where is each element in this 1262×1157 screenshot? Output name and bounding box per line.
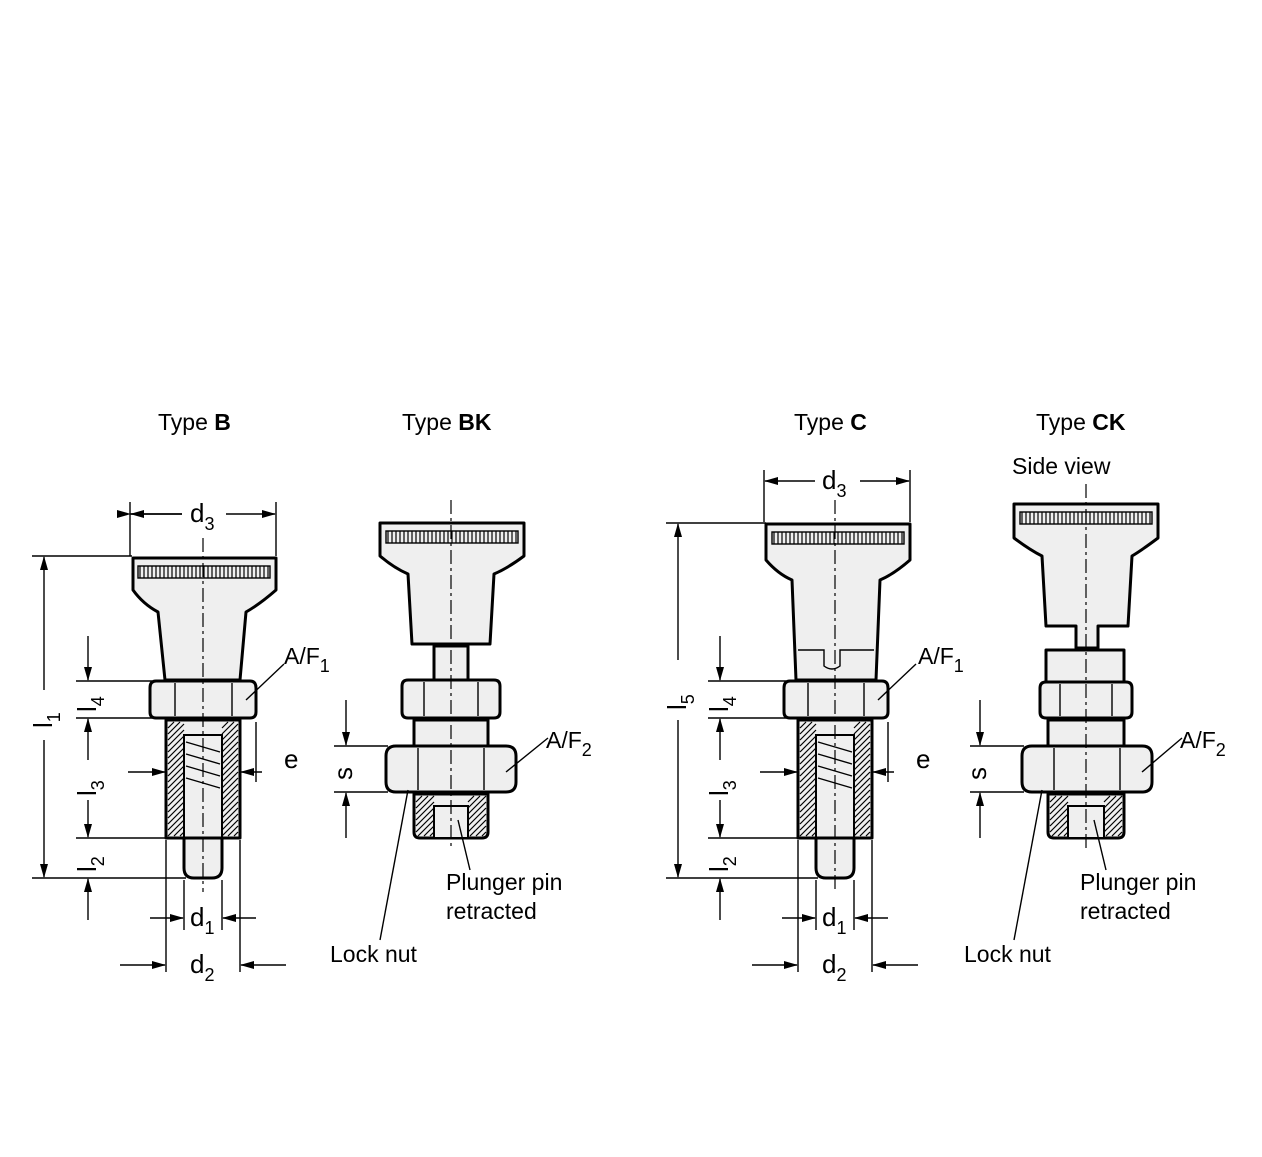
- type-bk-view: Type BK s A/F2 Lock nut Plunger pin retr…: [328, 409, 592, 967]
- type-c-view: Type C d3 l5 l4 l3: [662, 409, 964, 985]
- type-b-d1-label: d1: [190, 902, 214, 938]
- type-bk-af2-label: A/F2: [546, 727, 592, 760]
- type-c-l3-label: l3: [704, 780, 740, 796]
- type-b-d3-label: d3: [190, 498, 214, 534]
- type-ck-side-view-label: Side view: [1012, 453, 1111, 479]
- type-c-d2-label: d2: [822, 949, 846, 985]
- type-c-notch: [798, 649, 874, 670]
- type-bk-s-label: s: [328, 767, 358, 780]
- type-c-section-hatch: [799, 721, 871, 837]
- type-ck-knob: [1012, 502, 1160, 650]
- type-b-af1-label: A/F1: [284, 643, 330, 676]
- type-ck-plunger-label-2: retracted: [1080, 898, 1171, 924]
- type-c-l5-label: l5: [662, 694, 698, 710]
- type-ck-title: Type CK: [1036, 409, 1126, 435]
- type-bk-knob: [378, 521, 526, 646]
- type-c-af1-label: A/F1: [918, 643, 964, 676]
- type-bk-hex-collar: [400, 678, 502, 720]
- type-bk-title: Type BK: [402, 409, 492, 435]
- type-c-d3-label: d3: [822, 465, 846, 501]
- type-c-d1-label: d1: [822, 902, 846, 938]
- type-bk-lock-nut-label: Lock nut: [330, 941, 418, 967]
- type-b-section-hatch: [167, 721, 239, 837]
- type-bk-section-hatch: [415, 795, 487, 837]
- type-c-l2-label: l2: [704, 856, 740, 872]
- type-bk-plunger-label-2: retracted: [446, 898, 537, 924]
- type-c-knob: [764, 522, 912, 682]
- type-ck-guide: [1044, 648, 1126, 684]
- type-ck-view: Type CK Side view s A/F2 Lock nut Plunge…: [962, 409, 1226, 967]
- type-ck-section-hatch: [1049, 795, 1123, 837]
- type-ck-lock-nut-label: Lock nut: [964, 941, 1052, 967]
- type-b-l3-label: l3: [72, 780, 108, 796]
- type-ck-af2-label: A/F2: [1180, 727, 1226, 760]
- type-bk-knurling: [385, 530, 519, 544]
- type-ck-s-label: s: [962, 767, 992, 780]
- type-b-title: Type B: [158, 409, 231, 435]
- type-c-title: Type C: [794, 409, 867, 435]
- type-ck-lock-nut: [1020, 744, 1154, 794]
- type-c-hex-collar: [782, 679, 890, 720]
- type-b-view: Type B d3 l1 l4: [28, 409, 330, 985]
- type-bk-plunger-label-1: Plunger pin: [446, 869, 562, 895]
- type-c-knurling: [771, 531, 905, 545]
- type-b-l2-label: l2: [72, 856, 108, 872]
- type-c-l4-label: l4: [704, 696, 740, 712]
- type-b-e-label: e: [284, 744, 298, 774]
- type-b-d2-label: d2: [190, 949, 214, 985]
- type-b-l1-label: l1: [28, 712, 64, 728]
- type-b-l4-label: l4: [72, 696, 108, 712]
- type-b-knurling: [137, 565, 271, 579]
- type-ck-hex-collar: [1038, 680, 1134, 720]
- type-ck-plunger-label-1: Plunger pin: [1080, 869, 1196, 895]
- type-c-e-label: e: [916, 744, 930, 774]
